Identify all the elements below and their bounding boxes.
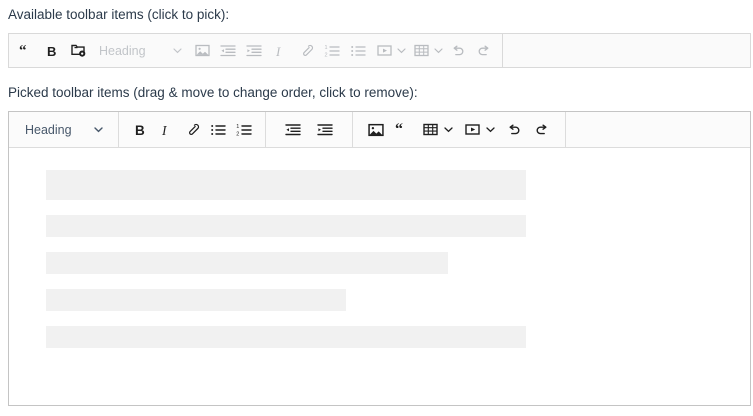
media-icon[interactable] — [459, 117, 485, 143]
media-icon[interactable] — [371, 38, 397, 64]
svg-text:“: “ — [19, 43, 27, 59]
block-quote-icon[interactable]: “ — [13, 38, 39, 64]
content-placeholder-bar — [46, 252, 448, 274]
outdent-icon[interactable] — [280, 117, 306, 143]
svg-text:I: I — [275, 44, 281, 59]
redo-icon[interactable] — [529, 117, 555, 143]
media-split-button[interactable] — [371, 38, 408, 64]
indent-group — [266, 112, 353, 147]
picked-toolbar-label: Picked toolbar items (drag & move to cha… — [8, 85, 418, 100]
table-icon[interactable] — [417, 117, 443, 143]
chevron-down-icon — [93, 124, 104, 135]
table-icon[interactable] — [408, 38, 434, 64]
heading-group: Heading — [9, 112, 119, 147]
redo-icon[interactable] — [471, 38, 497, 64]
numbered-list-icon[interactable]: 1 2 — [231, 117, 257, 143]
chevron-down-icon[interactable] — [395, 38, 408, 64]
indent-icon[interactable] — [312, 117, 338, 143]
content-placeholder-bar — [46, 170, 526, 200]
table-split-button[interactable] — [408, 38, 445, 64]
link-icon[interactable] — [293, 38, 319, 64]
picked-toolbar[interactable]: Heading B I — [9, 112, 750, 148]
image-icon[interactable] — [363, 117, 389, 143]
insert-group: “ — [353, 112, 566, 147]
svg-text:2: 2 — [236, 131, 239, 137]
italic-icon[interactable]: I — [153, 117, 179, 143]
heading-dropdown-value: Heading — [25, 122, 72, 137]
chevron-down-icon[interactable] — [432, 38, 445, 64]
italic-icon[interactable]: I — [267, 38, 293, 64]
svg-text:“: “ — [395, 122, 403, 138]
svg-text:1: 1 — [325, 45, 328, 51]
editor-content-area[interactable] — [9, 148, 750, 405]
editor-container: Heading B I — [8, 111, 751, 406]
svg-text:1: 1 — [236, 124, 239, 130]
heading-dropdown[interactable]: Heading — [91, 38, 189, 64]
indent-icon[interactable] — [241, 38, 267, 64]
content-placeholder-bar — [46, 326, 526, 348]
bold-icon[interactable]: B — [39, 38, 65, 64]
image-icon[interactable] — [189, 38, 215, 64]
numbered-list-icon[interactable]: 1 2 — [319, 38, 345, 64]
svg-text:B: B — [135, 123, 145, 138]
outdent-icon[interactable] — [215, 38, 241, 64]
available-toolbar: “ B Heading — [8, 33, 751, 68]
svg-text:I: I — [161, 123, 168, 138]
bold-icon[interactable]: B — [127, 117, 153, 143]
bulleted-list-icon[interactable] — [345, 38, 371, 64]
formatting-group: B I — [119, 112, 266, 147]
bulleted-list-icon[interactable] — [205, 117, 231, 143]
content-placeholder-bar — [46, 215, 526, 237]
chevron-down-icon[interactable] — [441, 117, 455, 143]
table-split-button[interactable] — [417, 117, 455, 143]
chevron-down-icon[interactable] — [483, 117, 497, 143]
media-folder-icon[interactable] — [65, 38, 91, 64]
block-quote-icon[interactable]: “ — [389, 117, 415, 143]
heading-dropdown-value: Heading — [99, 43, 146, 58]
link-icon[interactable] — [179, 117, 205, 143]
svg-text:B: B — [47, 44, 56, 59]
heading-dropdown[interactable]: Heading — [17, 117, 110, 143]
available-toolbar-dropzone[interactable] — [502, 33, 751, 68]
available-toolbar-label: Available toolbar items (click to pick): — [8, 7, 230, 22]
undo-icon[interactable] — [501, 117, 527, 143]
svg-text:2: 2 — [325, 52, 328, 58]
undo-icon[interactable] — [445, 38, 471, 64]
available-toolbar-items: “ B Heading — [8, 33, 502, 68]
chevron-down-icon — [172, 45, 183, 56]
media-split-button[interactable] — [459, 117, 497, 143]
content-placeholder-bar — [46, 289, 346, 311]
picked-toolbar-dropzone[interactable] — [566, 112, 750, 147]
